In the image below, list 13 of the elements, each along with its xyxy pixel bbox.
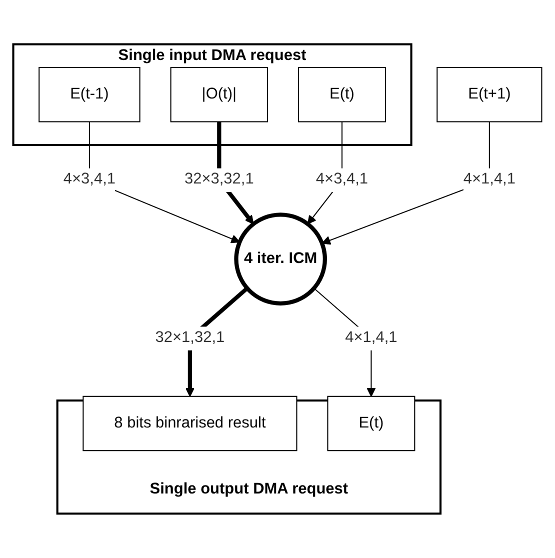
edge-label: 4×1,4,1: [463, 170, 516, 188]
node-circle: 4 iter. ICM: [234, 212, 327, 306]
edge-label: 32×3,32,1: [184, 170, 254, 188]
node-box: E(t-1): [38, 67, 140, 122]
node-box: E(t): [298, 67, 386, 122]
node-box: E(t+1): [436, 67, 542, 122]
edge-label: 4×3,4,1: [316, 170, 368, 188]
node-box: E(t): [327, 396, 416, 452]
edge-label: 4×1,4,1: [345, 328, 398, 346]
edge-label: 32×1,32,1: [155, 328, 225, 346]
node-box: 8 bits binrarised result: [82, 396, 298, 452]
node-box: |O(t)|: [170, 67, 268, 122]
edge-label: 4×3,4,1: [63, 170, 116, 188]
